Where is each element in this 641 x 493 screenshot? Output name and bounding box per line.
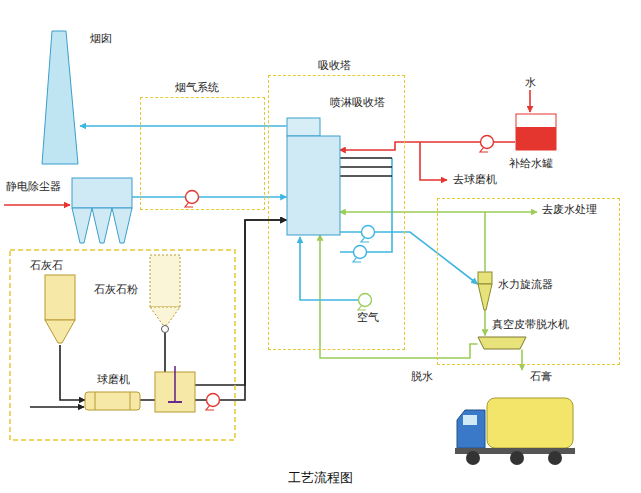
- flow-label: 去球磨机: [452, 173, 498, 186]
- precipitator: 静电除尘器: [72, 178, 132, 245]
- pipe-line: [340, 175, 392, 177]
- gypsum-truck-shape: [455, 370, 575, 468]
- water-tank-shape: [515, 113, 557, 151]
- pump-symbol: [481, 136, 494, 149]
- pump-symbol: [353, 257, 361, 262]
- flow-connector: [340, 212, 486, 272]
- region-box: 烟气系统: [140, 97, 265, 210]
- region-outline: [10, 250, 235, 440]
- belt-filter: 真空皮带脱水机: [478, 336, 526, 350]
- agitator: [174, 366, 176, 402]
- node-label: 石灰石粉: [94, 283, 138, 296]
- pipe-line: [4, 204, 70, 206]
- flow-connector: [340, 232, 478, 284]
- pump-symbol: [358, 305, 366, 310]
- pipe-line: [485, 211, 537, 213]
- node-label: 脱水: [411, 370, 433, 383]
- pump-symbol: [359, 294, 372, 307]
- water-tank: 补给水罐: [515, 113, 557, 151]
- node-label: 静电除尘器: [6, 180, 61, 193]
- region-box: 吸收塔喷淋吸收塔: [268, 75, 405, 350]
- chimney-shape: [40, 30, 80, 165]
- powder-silo-shape: [150, 255, 180, 333]
- node-label: 球磨机: [97, 373, 130, 386]
- pump-symbol: [361, 237, 369, 242]
- pipe-line: [420, 142, 447, 180]
- pipe-line: [30, 406, 84, 408]
- precipitator-shape: [72, 178, 132, 245]
- pipe-line: [340, 158, 392, 252]
- belt-filter-shape: [478, 336, 526, 350]
- ball-mill: 球磨机: [85, 390, 140, 412]
- hydrocyclone: 水力旋流器: [478, 272, 492, 310]
- powder-silo: 石灰石粉: [150, 255, 180, 333]
- node-label: 补给水罐: [509, 157, 553, 170]
- pump-symbol: [185, 202, 193, 207]
- agitator: [168, 401, 182, 403]
- flow-connector: [60, 345, 85, 400]
- absorber-tower: 喷淋吸收塔: [287, 118, 340, 235]
- pump-symbol: [362, 226, 375, 239]
- caption: 工艺流程图: [288, 470, 353, 486]
- pump-symbol: [186, 191, 199, 204]
- node-label: 水力旋流器: [498, 278, 553, 291]
- node-label: 石灰石: [30, 259, 63, 272]
- pump-symbol: [480, 147, 488, 152]
- chimney: 烟囱: [40, 30, 80, 165]
- limestone-silo: 石灰石: [45, 275, 75, 345]
- flow-connector: [132, 196, 287, 198]
- flow-label: 去废水处理: [541, 203, 598, 216]
- absorber-tower-shape: [287, 118, 340, 235]
- pipe-line: [340, 157, 392, 159]
- pump-symbol: [206, 405, 214, 410]
- flow-connector: [80, 125, 287, 127]
- node-label: 石膏: [530, 370, 552, 383]
- node-label: 烟囱: [90, 32, 112, 45]
- limestone-silo-shape: [45, 275, 75, 345]
- flow-label: 空气: [356, 311, 380, 324]
- node-label: 吸收塔: [318, 59, 351, 72]
- flow-connector: [484, 310, 486, 336]
- pipe-line: [340, 166, 392, 168]
- region-box: 脱水水力旋流器真空皮带脱水机: [437, 198, 620, 365]
- pump-symbol: [207, 394, 220, 407]
- node-label: 喷淋吸收塔: [330, 96, 385, 109]
- gypsum-truck: 石膏: [455, 370, 575, 468]
- ball-mill-shape: [85, 390, 140, 412]
- flow-label: 水: [524, 76, 537, 89]
- node-label: 真空皮带脱水机: [492, 318, 569, 331]
- flow-connector: [320, 235, 478, 359]
- pipe-line: [300, 237, 358, 300]
- flow-connector: [521, 350, 523, 371]
- pump-symbol: [354, 246, 367, 259]
- node-label: 烟气系统: [175, 81, 219, 94]
- hydrocyclone-shape: [478, 272, 492, 310]
- pipe-line: [529, 90, 531, 112]
